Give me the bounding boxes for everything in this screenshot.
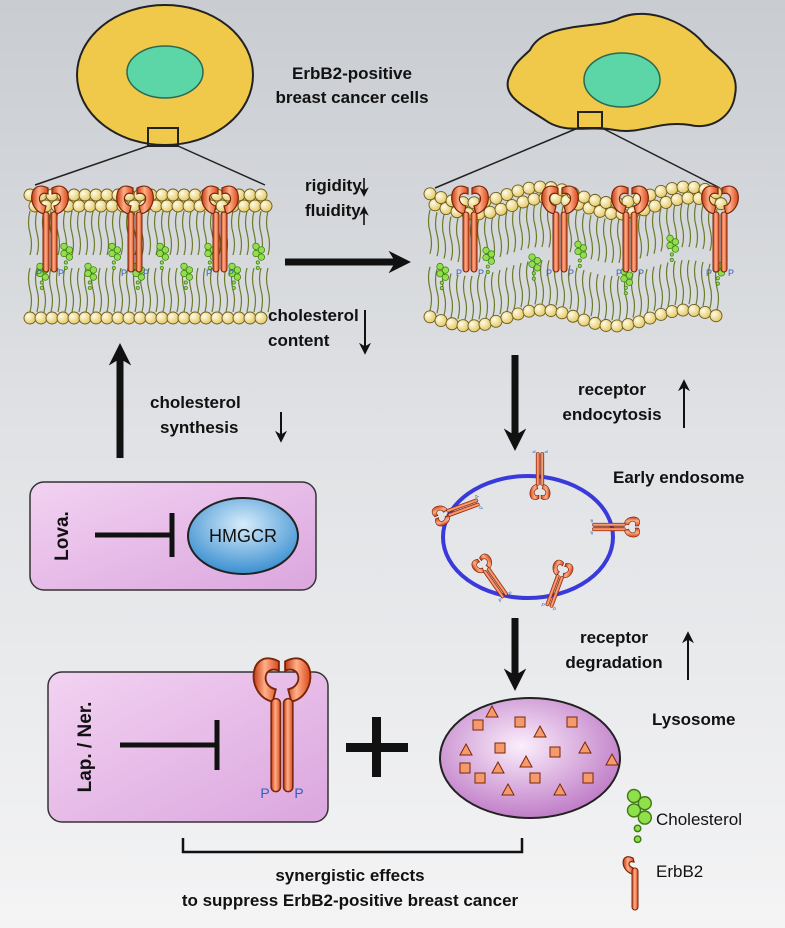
svg-text:P: P bbox=[36, 268, 42, 278]
svg-text:P: P bbox=[508, 590, 515, 597]
receptor-degradation-label-2: degradation bbox=[565, 653, 663, 672]
lysosome-debris bbox=[459, 704, 619, 796]
early-endosome-label: Early endosome bbox=[613, 468, 745, 487]
lysosome-label: Lysosome bbox=[652, 710, 736, 729]
svg-text:P: P bbox=[206, 268, 212, 278]
legend-erbb2-label: ErbB2 bbox=[656, 862, 704, 881]
svg-text:P: P bbox=[478, 504, 485, 510]
cholesterol-synthesis-label-1: cholesterol bbox=[150, 393, 241, 412]
plus-sign bbox=[346, 717, 408, 777]
cholesterol-legend-icon bbox=[626, 788, 652, 844]
lap-ner-label: Lap. / Ner. bbox=[75, 701, 96, 793]
svg-text:P: P bbox=[498, 597, 505, 604]
svg-text:P: P bbox=[638, 268, 644, 278]
title-line-1: ErbB2-positive bbox=[292, 64, 412, 83]
svg-text:P: P bbox=[228, 268, 234, 278]
lova-label: Lova. bbox=[52, 511, 73, 561]
svg-text:P: P bbox=[532, 448, 536, 454]
legend-cholesterol-label: Cholesterol bbox=[656, 810, 742, 829]
early-endosome bbox=[441, 474, 615, 600]
svg-text:P: P bbox=[260, 785, 269, 801]
synergy-line-2: to suppress ErbB2-positive breast cancer bbox=[181, 891, 519, 910]
svg-text:P: P bbox=[588, 519, 594, 523]
svg-text:P: P bbox=[294, 785, 303, 801]
svg-text:P: P bbox=[588, 531, 594, 535]
svg-text:P: P bbox=[478, 268, 484, 278]
svg-text:P: P bbox=[616, 268, 622, 278]
svg-text:P: P bbox=[474, 493, 481, 499]
hmgcr-enzyme bbox=[187, 497, 299, 575]
cholesterol-synthesis-label-2: synthesis bbox=[160, 418, 239, 437]
lapatinib-neratinib-panel bbox=[47, 671, 329, 823]
svg-text:P: P bbox=[540, 602, 546, 609]
svg-text:P: P bbox=[456, 268, 462, 278]
synergy-line-1: synergistic effects bbox=[275, 866, 425, 885]
svg-text:P: P bbox=[706, 268, 712, 278]
round-cell bbox=[34, 4, 266, 186]
erbb2-legend-icon bbox=[622, 856, 639, 911]
svg-text:P: P bbox=[568, 268, 574, 278]
lovastatin-panel bbox=[29, 481, 317, 591]
svg-text:P: P bbox=[143, 268, 149, 278]
rigidity-label: rigidity bbox=[305, 176, 362, 195]
svg-text:P: P bbox=[546, 268, 552, 278]
svg-text:P: P bbox=[544, 448, 548, 454]
hmgcr-label: HMGCR bbox=[209, 526, 277, 546]
synergy-bracket bbox=[181, 838, 524, 854]
fluidity-label: fluidity bbox=[305, 201, 361, 220]
svg-text:P: P bbox=[58, 268, 64, 278]
receptor-endocytosis-label-1: receptor bbox=[577, 380, 647, 399]
lysosome bbox=[439, 697, 621, 819]
receptor-degradation-label-1: receptor bbox=[579, 628, 649, 647]
svg-text:P: P bbox=[728, 268, 734, 278]
svg-text:P: P bbox=[121, 268, 127, 278]
title-line-2: breast cancer cells bbox=[275, 88, 429, 107]
irregular-cell bbox=[434, 12, 737, 189]
receptor-endocytosis-label-2: endocytosis bbox=[562, 405, 662, 424]
cholesterol-content-label-1: cholesterol bbox=[268, 306, 359, 325]
svg-text:P: P bbox=[552, 606, 558, 613]
cholesterol-content-label-2: content bbox=[268, 331, 330, 350]
